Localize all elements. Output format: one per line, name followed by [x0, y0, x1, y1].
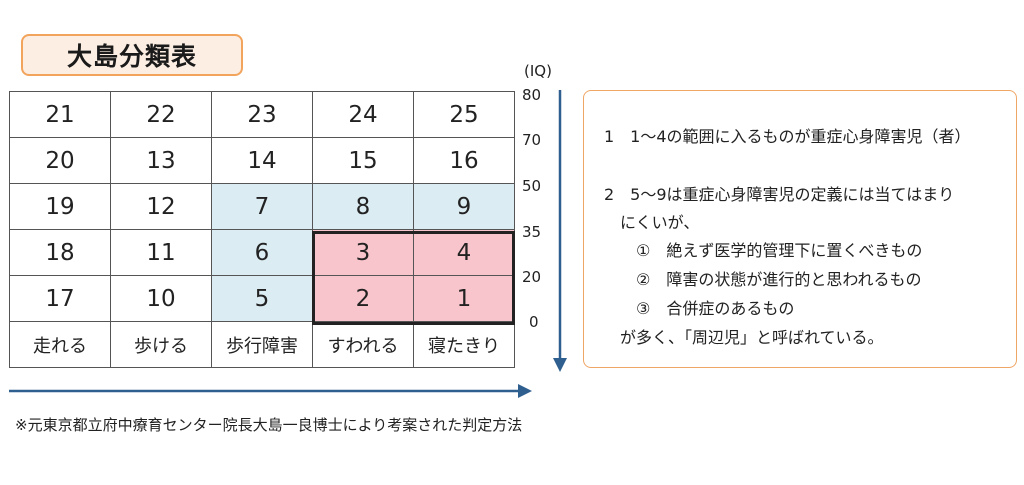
iq-tick-20: 20 [522, 268, 542, 286]
grid-cell: 2 [313, 276, 414, 322]
grid-cell: 7 [212, 184, 313, 230]
note-item-2-line1: 2 5～9は重症心身障害児の定義には当てはまり [604, 185, 955, 204]
motor-ability-label: すわれる [313, 322, 414, 368]
grid-cell: 18 [10, 230, 111, 276]
grid-cell: 25 [414, 92, 515, 138]
grid-cell: 16 [414, 138, 515, 184]
iq-tick-80: 80 [522, 86, 542, 104]
iq-tick-35: 35 [522, 223, 542, 241]
note-sub-2: ② 障害の状態が進行的と思われるもの [636, 270, 922, 289]
footnote: ※元東京都立府中療育センター院長大島一良博士により考案された判定方法 [15, 416, 523, 434]
grid-cell: 15 [313, 138, 414, 184]
grid-cell: 24 [313, 92, 414, 138]
grid-cell: 19 [10, 184, 111, 230]
motor-ability-label: 寝たきり [414, 322, 515, 368]
grid-cell: 5 [212, 276, 313, 322]
title-box: 大島分類表 [21, 34, 243, 76]
grid-cell: 12 [111, 184, 212, 230]
grid-cell: 3 [313, 230, 414, 276]
grid-cell: 14 [212, 138, 313, 184]
iq-tick-0: 0 [529, 313, 539, 331]
grid-cell: 9 [414, 184, 515, 230]
note-sub-1: ① 絶えず医学的管理下に置くべきもの [636, 241, 923, 260]
grid-cell: 4 [414, 230, 515, 276]
grid-cell: 1 [414, 276, 515, 322]
grid-cell: 17 [10, 276, 111, 322]
grid-cell: 6 [212, 230, 313, 276]
grid-cell: 20 [10, 138, 111, 184]
iq-tick-50: 50 [522, 177, 542, 195]
grid-cell: 22 [111, 92, 212, 138]
grid-cell: 11 [111, 230, 212, 276]
motor-ability-label: 走れる [10, 322, 111, 368]
iq-axis-unit: (IQ) [524, 62, 552, 80]
note-item-2-line2: にくいが、 [620, 213, 700, 232]
grid-cell: 8 [313, 184, 414, 230]
grid-cell: 13 [111, 138, 212, 184]
iq-tick-70: 70 [522, 131, 542, 149]
note-item-1: 1 1～4の範囲に入るものが重症心身障害児（者） [604, 127, 971, 146]
motor-ability-label: 歩行障害 [212, 322, 313, 368]
grid-cell: 23 [212, 92, 313, 138]
note-closing: が多く、「周辺児」と呼ばれている。 [620, 328, 884, 347]
grid-cell: 10 [111, 276, 212, 322]
grid-cell: 21 [10, 92, 111, 138]
iq-axis-arrowhead [553, 358, 567, 372]
note-sub-3: ③ 合併症のあるもの [636, 299, 795, 318]
motor-axis-arrowhead [518, 384, 532, 398]
page-title: 大島分類表 [66, 42, 197, 71]
motor-ability-label: 歩ける [111, 322, 212, 368]
explanation-box: 1 1～4の範囲に入るものが重症心身障害児（者） 2 5～9は重症心身障害児の定… [583, 90, 1017, 368]
